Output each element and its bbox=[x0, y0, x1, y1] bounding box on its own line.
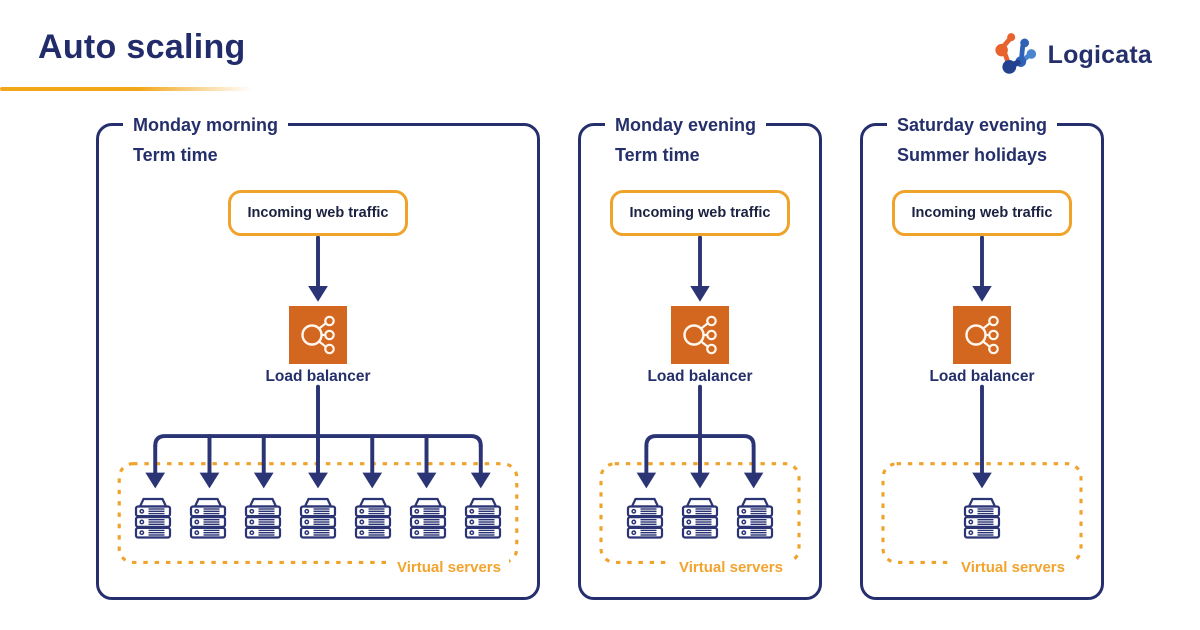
flow-arrows-graphic bbox=[599, 235, 801, 565]
server-icon bbox=[681, 497, 719, 539]
brand-name: Logicata bbox=[1047, 41, 1152, 69]
panel-title-line2: Summer holidays bbox=[897, 145, 1048, 165]
incoming-web-traffic-box: Incoming web traffic bbox=[228, 190, 408, 236]
load-balancer-icon bbox=[671, 306, 729, 364]
panel-title-line1: Monday evening bbox=[605, 111, 767, 139]
server-icon bbox=[189, 497, 227, 539]
scenario-panel-3: Saturday evening Summer holidays Incomin… bbox=[860, 111, 1104, 600]
load-balancer-icon bbox=[289, 306, 347, 364]
panel-title-line1: Monday morning bbox=[123, 111, 288, 139]
server-icon bbox=[244, 497, 282, 539]
virtual-servers-row bbox=[863, 494, 1101, 540]
brand-logo: Logicata bbox=[993, 30, 1152, 81]
logo-mark-icon bbox=[993, 30, 1039, 81]
load-balancer-label: Load balancer bbox=[647, 368, 753, 385]
server-icon bbox=[299, 497, 337, 539]
server-icon bbox=[354, 497, 392, 539]
scenario-panel-2: Monday evening Term time Incoming web tr… bbox=[578, 111, 822, 600]
server-icon bbox=[134, 497, 172, 539]
panel-title-line2: Term time bbox=[615, 145, 700, 165]
page-title: Auto scaling bbox=[38, 28, 246, 66]
server-icon bbox=[626, 497, 664, 539]
server-icon bbox=[464, 497, 502, 539]
load-balancer-label: Load balancer bbox=[929, 368, 1035, 385]
virtual-servers-label: Virtual servers bbox=[389, 557, 509, 579]
virtual-servers-row bbox=[581, 494, 819, 540]
incoming-web-traffic-box: Incoming web traffic bbox=[610, 190, 790, 236]
incoming-web-traffic-box: Incoming web traffic bbox=[892, 190, 1072, 236]
scenario-panel-1: Monday morning Term time Incoming web tr… bbox=[96, 111, 540, 600]
virtual-servers-label: Virtual servers bbox=[953, 557, 1073, 579]
flow-arrows-graphic bbox=[117, 235, 519, 565]
title-underline-accent bbox=[0, 87, 252, 91]
panel-title-line2: Term time bbox=[133, 145, 218, 165]
panel-title-line1: Saturday evening bbox=[887, 111, 1058, 139]
server-icon bbox=[736, 497, 774, 539]
flow-arrows-graphic bbox=[881, 235, 1083, 565]
server-icon bbox=[963, 497, 1001, 539]
virtual-servers-row bbox=[99, 494, 537, 540]
load-balancer-label: Load balancer bbox=[265, 368, 371, 385]
virtual-servers-label: Virtual servers bbox=[671, 557, 791, 579]
server-icon bbox=[409, 497, 447, 539]
load-balancer-icon bbox=[953, 306, 1011, 364]
